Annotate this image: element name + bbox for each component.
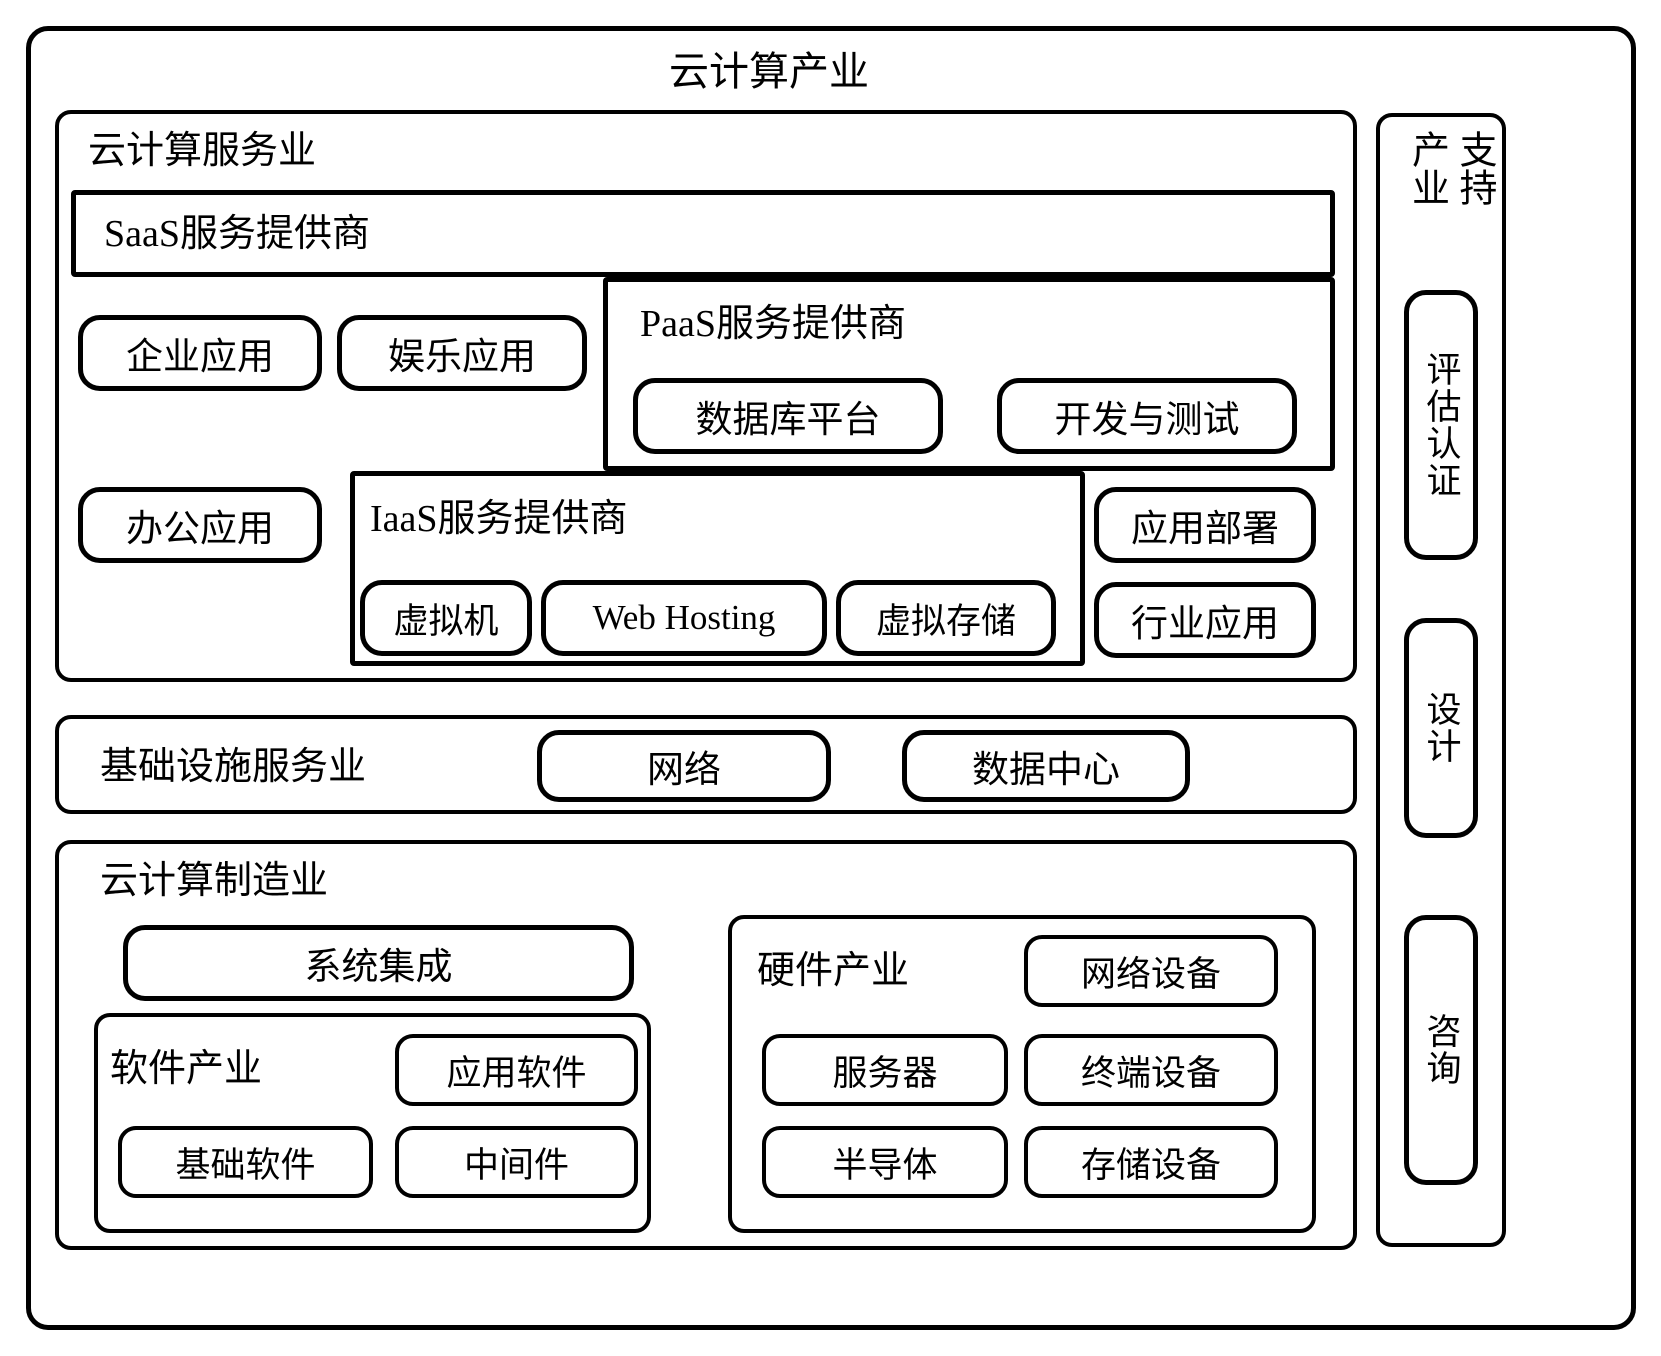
iaas-item-virtual-machine[interactable]: 虚拟机 — [360, 580, 532, 656]
support-item-consulting-label: 咨询 — [1421, 1013, 1461, 1087]
hardware-item-network-equipment[interactable]: 网络设备 — [1024, 935, 1278, 1007]
hardware-item-storage-equipment[interactable]: 存储设备 — [1024, 1126, 1278, 1198]
saas-provider-box — [71, 190, 1335, 277]
support-item-assessment-certification[interactable]: 评估认证 — [1404, 290, 1478, 560]
support-item-design[interactable]: 设计 — [1404, 618, 1478, 838]
cloud-service-sector-title: 云计算服务业 — [88, 130, 317, 172]
support-item-assessment-certification-label: 评估认证 — [1421, 351, 1461, 499]
support-industry-title: 支持产业 — [1405, 130, 1496, 206]
paas-item-database-platform[interactable]: 数据库平台 — [633, 378, 943, 454]
service-item-industry-app[interactable]: 行业应用 — [1094, 582, 1316, 658]
iaas-item-virtual-storage[interactable]: 虚拟存储 — [836, 580, 1056, 656]
saas-item-enterprise-app[interactable]: 企业应用 — [78, 315, 322, 391]
infrastructure-sector-title: 基础设施服务业 — [100, 746, 367, 788]
manufacturing-sector-title: 云计算制造业 — [100, 860, 329, 902]
hardware-item-terminal-equipment[interactable]: 终端设备 — [1024, 1034, 1278, 1106]
saas-item-entertainment-app[interactable]: 娱乐应用 — [337, 315, 587, 391]
iaas-provider-title: IaaS服务提供商 — [370, 498, 628, 540]
infrastructure-item-network[interactable]: 网络 — [537, 730, 831, 802]
software-item-basic-software[interactable]: 基础软件 — [118, 1126, 373, 1198]
software-item-middleware[interactable]: 中间件 — [395, 1126, 638, 1198]
iaas-item-web-hosting[interactable]: Web Hosting — [541, 580, 827, 656]
manufacturing-item-system-integration[interactable]: 系统集成 — [123, 925, 634, 1001]
service-item-app-deployment[interactable]: 应用部署 — [1094, 487, 1316, 563]
hardware-item-semiconductor[interactable]: 半导体 — [762, 1126, 1008, 1198]
saas-provider-title: SaaS服务提供商 — [104, 213, 371, 255]
infrastructure-item-data-center[interactable]: 数据中心 — [902, 730, 1190, 802]
software-industry-title: 软件产业 — [110, 1048, 263, 1090]
support-item-consulting[interactable]: 咨询 — [1404, 915, 1478, 1185]
hardware-item-server[interactable]: 服务器 — [762, 1034, 1008, 1106]
saas-item-office-app[interactable]: 办公应用 — [78, 487, 322, 563]
paas-item-dev-and-test[interactable]: 开发与测试 — [997, 378, 1297, 454]
software-item-application-software[interactable]: 应用软件 — [395, 1034, 638, 1106]
root-title: 云计算产业 — [669, 49, 869, 94]
support-item-design-label: 设计 — [1421, 691, 1461, 765]
paas-provider-title: PaaS服务提供商 — [640, 303, 907, 345]
hardware-industry-title: 硬件产业 — [757, 950, 910, 992]
